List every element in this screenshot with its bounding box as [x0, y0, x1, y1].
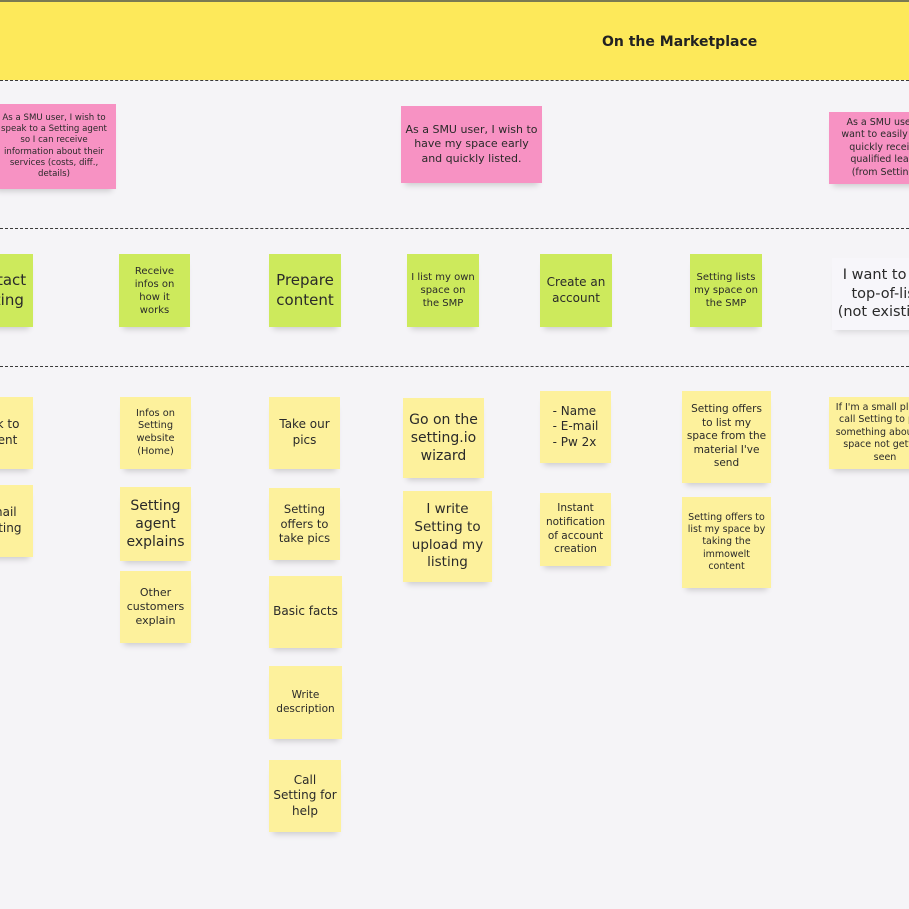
- user-story-text: As a SMU user, I want to easily and quic…: [841, 117, 909, 178]
- detail-text: Setting offers to list my space from the…: [686, 402, 767, 470]
- activity-text: Receive infos on how it works: [134, 265, 175, 316]
- detail-note[interactable]: Write description: [269, 666, 342, 739]
- detail-note[interactable]: Setting offers to list my space by takin…: [682, 497, 771, 588]
- detail-text: Infos on Setting website (Home): [136, 407, 175, 457]
- detail-note[interactable]: Other customers explain: [120, 571, 191, 643]
- divider-middle: [0, 228, 909, 229]
- detail-text: Setting offers to take pics: [278, 501, 331, 546]
- detail-note[interactable]: Setting offers to list my space from the…: [682, 391, 771, 483]
- detail-note[interactable]: If I'm a small place, I call Setting to …: [829, 397, 909, 469]
- divider-bottom: [0, 366, 909, 367]
- banner-title: On the Marketplace: [602, 34, 758, 50]
- detail-note[interactable]: Go on the setting.io wizard: [403, 398, 484, 478]
- top-border: [0, 0, 909, 2]
- user-story-note[interactable]: As a SMU user, I wish to have my space e…: [401, 106, 542, 183]
- activity-text: Prepare content: [276, 271, 334, 309]
- activity-note[interactable]: Create an account: [540, 254, 612, 327]
- detail-note[interactable]: Infos on Setting website (Home): [120, 397, 191, 469]
- user-story-text: As a SMU user, I wish to speak to a Sett…: [1, 112, 107, 179]
- detail-text: Instant notification of account creation: [545, 502, 606, 556]
- divider-top: [0, 80, 909, 81]
- detail-text: - Name - E-mail - Pw 2x: [552, 403, 599, 449]
- activity-note[interactable]: I want to be top-of-list (not existing): [832, 258, 909, 330]
- activity-text: Contact Setting: [0, 271, 27, 309]
- activity-note[interactable]: Prepare content: [269, 254, 341, 327]
- detail-note[interactable]: Setting offers to take pics: [269, 488, 340, 560]
- detail-text: Setting agent explains: [126, 497, 185, 551]
- detail-text: Go on the setting.io wizard: [409, 411, 478, 465]
- detail-note[interactable]: Call Setting for help: [269, 760, 341, 832]
- activity-note[interactable]: I list my own space on the SMP: [407, 254, 479, 327]
- activity-text: Create an account: [546, 274, 606, 305]
- detail-text: Write description: [276, 688, 335, 715]
- detail-note[interactable]: Instant notification of account creation: [540, 493, 611, 566]
- activity-note[interactable]: Contact Setting: [0, 254, 33, 327]
- detail-note[interactable]: Email Setting: [0, 485, 33, 557]
- detail-text: Setting offers to list my space by takin…: [687, 511, 766, 573]
- user-story-text: As a SMU user, I wish to have my space e…: [405, 123, 538, 165]
- detail-text: Call Setting for help: [273, 772, 337, 818]
- detail-text: I write Setting to upload my listing: [411, 501, 484, 571]
- activity-text: Setting lists my space on the SMP: [694, 272, 758, 309]
- detail-note[interactable]: I write Setting to upload my listing: [403, 491, 492, 582]
- detail-note[interactable]: Take our pics: [269, 397, 340, 469]
- activity-text: I want to be top-of-list (not existing): [837, 266, 909, 321]
- detail-text: Basic facts: [273, 604, 338, 619]
- activity-note[interactable]: Setting lists my space on the SMP: [690, 254, 762, 327]
- detail-note[interactable]: Setting agent explains: [120, 487, 191, 561]
- detail-text: Other customers explain: [126, 585, 185, 628]
- activity-text: I list my own space on the SMP: [411, 272, 475, 309]
- detail-note[interactable]: - Name - E-mail - Pw 2x: [540, 391, 611, 463]
- detail-text: Talk to agent: [0, 417, 20, 447]
- detail-text: If I'm a small place, I call Setting to …: [835, 402, 909, 463]
- activity-note[interactable]: Receive infos on how it works: [119, 254, 190, 327]
- detail-note[interactable]: Talk to agent: [0, 397, 33, 469]
- marketplace-banner[interactable]: On the Marketplace: [0, 2, 909, 80]
- detail-text: Take our pics: [279, 417, 330, 447]
- user-story-note[interactable]: As a SMU user, I wish to speak to a Sett…: [0, 104, 116, 189]
- detail-text: Email Setting: [0, 505, 22, 535]
- detail-note[interactable]: Basic facts: [269, 576, 342, 648]
- user-story-note[interactable]: As a SMU user, I want to easily and quic…: [829, 112, 909, 184]
